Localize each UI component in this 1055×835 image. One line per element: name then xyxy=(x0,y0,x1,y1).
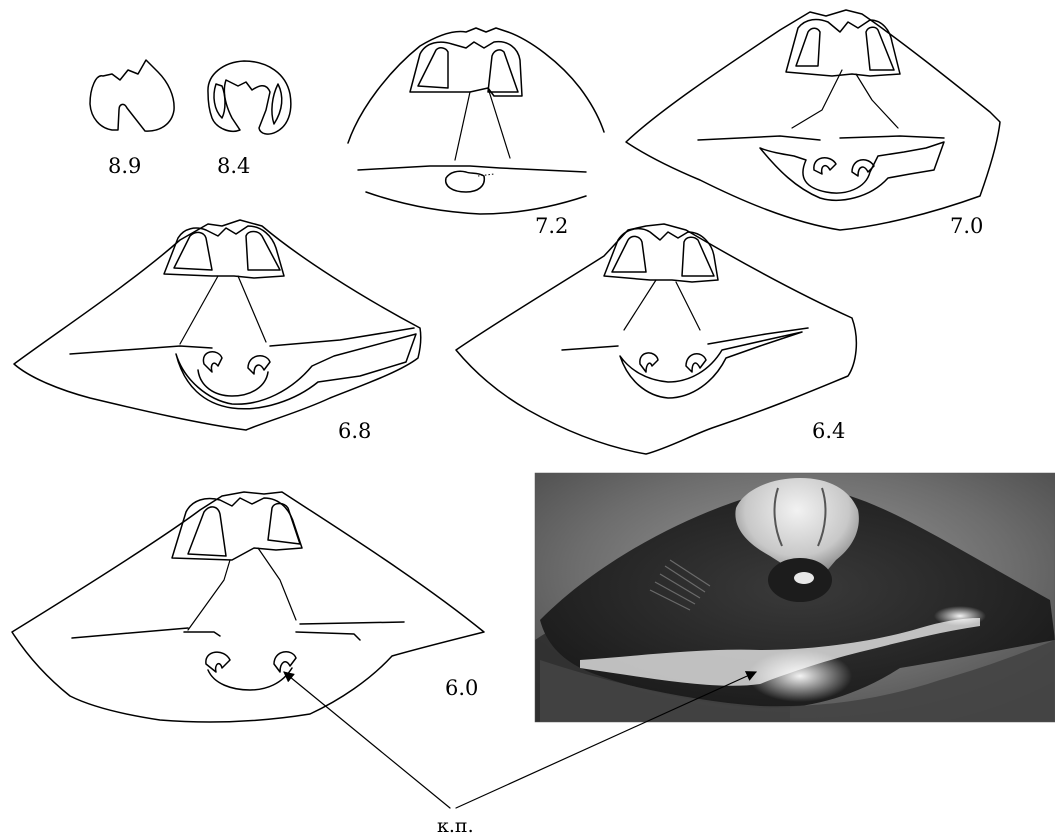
section-6-4: 6.4 xyxy=(456,224,856,454)
section-6-0: 6.0 xyxy=(12,492,484,722)
label-6-4: 6.4 xyxy=(812,419,845,443)
section-6-0-hinge-line xyxy=(72,622,404,638)
section-6-0-outline xyxy=(12,492,484,722)
section-7-2-hinge-line xyxy=(358,166,586,172)
section-8-9: 8.9 xyxy=(90,60,174,178)
section-7-2-median-septum xyxy=(455,88,510,160)
section-7-0: 7.0 xyxy=(626,10,1000,238)
label-kp: к.п. xyxy=(437,815,474,835)
section-7-0-left-adductor xyxy=(796,28,820,66)
section-6-4-median-septum xyxy=(624,280,700,330)
section-6-8-left-adductor xyxy=(174,232,212,270)
section-7-2-pedicle xyxy=(446,171,485,192)
section-7-2-right-adductor xyxy=(488,50,518,92)
label-7-2: 7.2 xyxy=(535,214,568,238)
section-7-2-left-adductor xyxy=(418,48,448,88)
label-6-0: 6.0 xyxy=(445,676,478,700)
section-6-4-crura xyxy=(640,353,706,372)
photo-bright-spot xyxy=(748,650,852,702)
section-6-8-crura xyxy=(203,352,270,374)
photo-bright-spot-right xyxy=(934,606,986,626)
section-8-4-right-lumen xyxy=(272,84,282,124)
section-7-2-lower-outline xyxy=(366,192,586,214)
section-6-0-cardinal-frame xyxy=(172,498,302,560)
section-8-9-outline xyxy=(90,60,174,131)
section-6-4-outline xyxy=(456,224,856,454)
section-6-0-median-septum xyxy=(188,548,296,630)
section-6-8-outline xyxy=(14,220,421,430)
section-6-0-crura xyxy=(206,652,296,672)
label-6-8: 6.8 xyxy=(338,419,371,443)
section-6-8-inner-loop xyxy=(198,370,268,396)
section-6-0-lower-cavity xyxy=(184,632,360,640)
photo-white-mark xyxy=(794,572,814,584)
label-7-0: 7.0 xyxy=(950,214,983,238)
arrow-to-drawing xyxy=(284,672,450,808)
section-7-2-upper-outline xyxy=(348,28,604,143)
section-7-0-hinge-line xyxy=(698,136,944,140)
section-6-8: 6.8 xyxy=(14,220,421,443)
section-6-0-right-adductor xyxy=(268,504,300,545)
section-6-8-median-septum xyxy=(180,276,266,344)
section-8-4: 8.4 xyxy=(208,61,291,178)
label-8-4: 8.4 xyxy=(217,154,250,178)
section-7-2: 7.2 xyxy=(348,28,604,238)
section-7-0-crura xyxy=(814,158,874,176)
label-8-9: 8.9 xyxy=(108,154,141,178)
section-7-0-outline xyxy=(626,10,1000,230)
specimen-photo xyxy=(535,473,1055,722)
section-6-8-hinge-line xyxy=(70,328,414,354)
section-8-4-left-lumen xyxy=(214,84,225,118)
section-7-0-median-septum xyxy=(792,70,898,128)
section-8-4-outer xyxy=(208,61,291,134)
